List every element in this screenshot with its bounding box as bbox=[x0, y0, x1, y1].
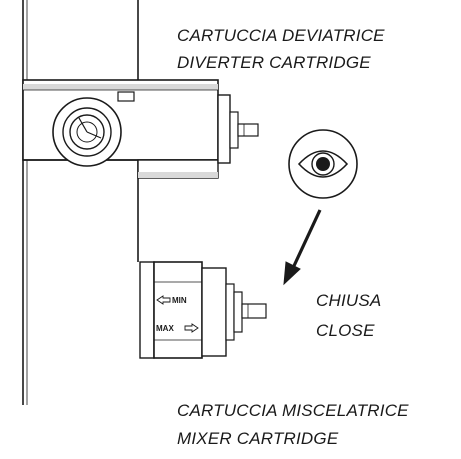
eye-icon bbox=[288, 129, 358, 199]
min-marking: MIN bbox=[156, 295, 187, 305]
max-label: MAX bbox=[156, 324, 174, 333]
min-label: MIN bbox=[172, 296, 187, 305]
state-label-it: CHIUSA bbox=[316, 291, 382, 310]
mixer-cartridge: MIN MAX bbox=[139, 261, 267, 359]
state-label-en: CLOSE bbox=[316, 321, 375, 340]
mixer-label-en: MIXER CARTRIDGE bbox=[177, 429, 339, 448]
diverter-label-it: CARTUCCIA DEVIATRICE bbox=[177, 26, 385, 45]
wall-body bbox=[22, 0, 139, 405]
max-marking: MAX bbox=[156, 323, 199, 333]
mixer-label-it: CARTUCCIA MISCELATRICE bbox=[177, 401, 409, 420]
diverter-label-en: DIVERTER CARTRIDGE bbox=[177, 53, 371, 72]
diverter-cartridge bbox=[22, 79, 259, 179]
arrow-down-left-icon bbox=[283, 209, 322, 286]
